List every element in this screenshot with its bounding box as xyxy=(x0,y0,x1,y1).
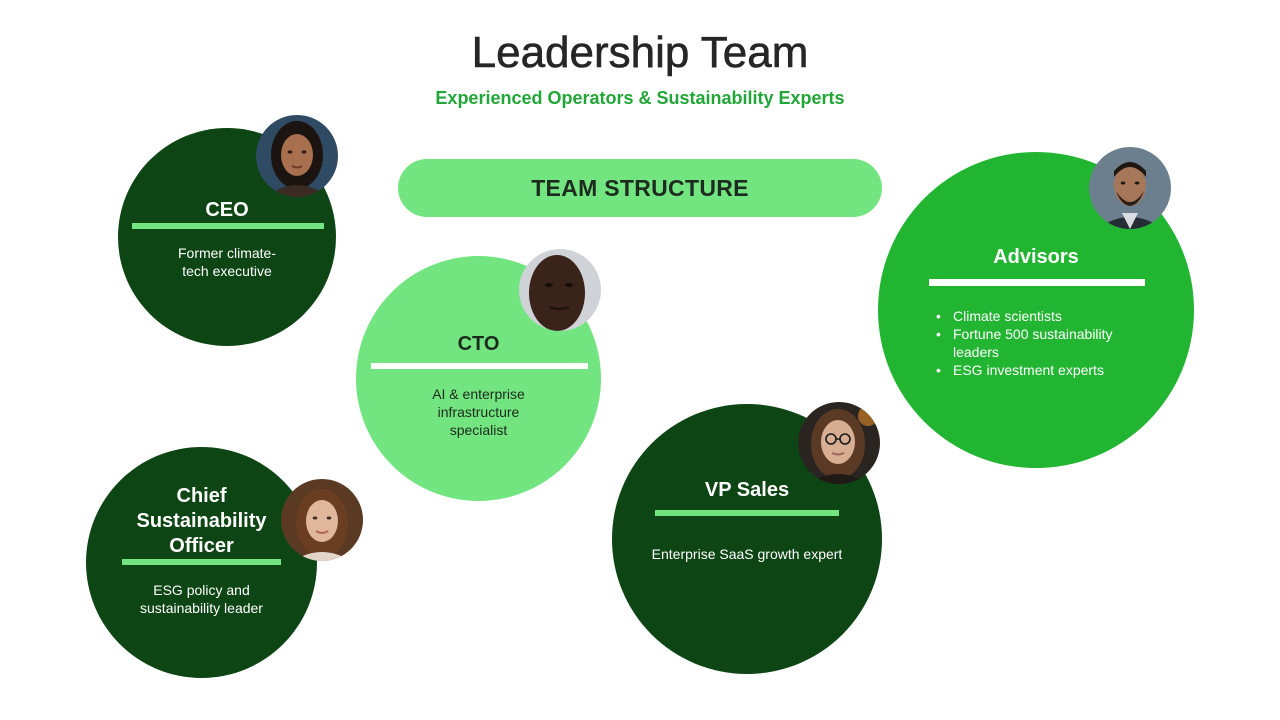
page-subtitle: Experienced Operators & Sustainability E… xyxy=(435,88,845,108)
cso-divider xyxy=(122,559,281,565)
page-title: Leadership Team xyxy=(471,28,809,78)
team-structure-banner: TEAM STRUCTURE xyxy=(398,159,882,217)
vp-sales-description: Enterprise SaaS growth expert xyxy=(651,546,843,562)
advisors-list-item: ESG investment experts xyxy=(936,361,1176,379)
team-structure-label: TEAM STRUCTURE xyxy=(531,174,749,201)
cso-description: ESG policy and sustainability leader xyxy=(140,582,263,616)
vp-sales-title: VP Sales xyxy=(704,479,790,501)
cto-avatar xyxy=(519,249,601,331)
advisors-list-item: Climate scientists xyxy=(936,307,1176,325)
cto-card: CTO AI & enterprise infrastructure speci… xyxy=(356,256,601,501)
cto-title: CTO xyxy=(457,333,500,355)
cso-avatar xyxy=(281,479,363,561)
advisors-title: Advisors xyxy=(993,246,1079,268)
ceo-description: Former climate- tech executive xyxy=(177,245,276,279)
cso-title: Chief Sustainability Officer xyxy=(136,485,267,557)
cso-card: Chief Sustainability Officer ESG policy … xyxy=(86,447,317,678)
cto-divider xyxy=(371,363,588,369)
ceo-divider xyxy=(132,223,324,229)
advisors-list: Climate scientists Fortune 500 sustainab… xyxy=(936,307,1176,379)
vp-sales-avatar xyxy=(798,402,880,484)
ceo-title: CEO xyxy=(205,199,249,221)
advisors-list-item: Fortune 500 sustainability leaders xyxy=(936,325,1176,361)
ceo-avatar xyxy=(256,115,338,197)
vp-sales-divider xyxy=(655,510,839,516)
advisors-avatar xyxy=(1089,147,1171,229)
cto-description: AI & enterprise infrastructure specialis… xyxy=(432,386,525,438)
advisors-divider xyxy=(929,279,1145,286)
